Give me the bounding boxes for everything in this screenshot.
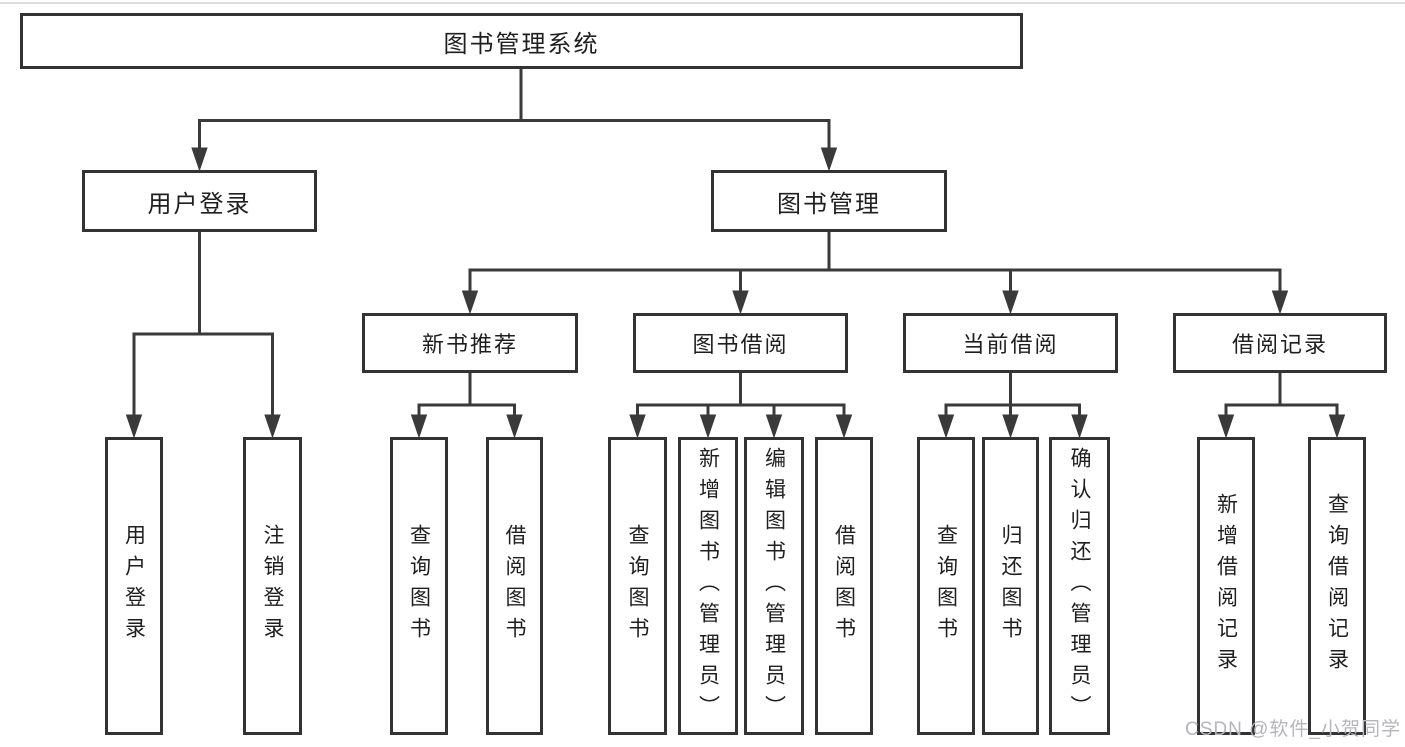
node-borrowing-records: 借阅记录 (1173, 313, 1387, 373)
leaf-edit-books-admin-label: 编辑图书（管理员） (762, 446, 786, 726)
leaf-query-borrow-record: 查询借阅记录 (1308, 437, 1366, 735)
leaf-query-books-borrowing: 查询图书 (608, 437, 667, 735)
leaf-add-borrow-record: 新增借阅记录 (1197, 437, 1255, 735)
leaf-query-books-current-label: 查询图书 (934, 524, 958, 648)
node-library-system: 图书管理系统 (20, 13, 1023, 69)
node-book-management: 图书管理 (711, 170, 947, 232)
leaf-borrow-books-label: 借阅图书 (832, 524, 856, 648)
leaf-return-books-label: 归还图书 (999, 524, 1022, 648)
leaf-query-books-recommend: 查询图书 (390, 437, 448, 735)
node-new-book-recommend: 新书推荐 (362, 313, 578, 373)
leaf-add-borrow-record-label: 新增借阅记录 (1214, 493, 1238, 679)
leaf-query-books-recommend-label: 查询图书 (407, 524, 431, 648)
connector-edges (132, 69, 1339, 417)
node-user-login: 用户登录 (82, 170, 317, 232)
csdn-watermark: CSDN @软件_小贺同学 (1185, 719, 1401, 740)
leaf-borrow-books: 借阅图书 (815, 437, 873, 735)
leaf-borrow-books-recommend-label: 借阅图书 (503, 524, 526, 648)
leaf-return-books: 归还图书 (982, 437, 1039, 735)
leaf-query-books-current: 查询图书 (917, 437, 975, 735)
leaf-borrow-books-recommend: 借阅图书 (486, 437, 543, 735)
leaf-confirm-return-admin-label: 确认归还（管理员） (1068, 446, 1091, 726)
top-border-line (0, 2, 1405, 4)
leaf-edit-books-admin: 编辑图书（管理员） (744, 437, 804, 735)
leaf-user-login: 用户登录 (105, 437, 163, 735)
leaf-add-books-admin: 新增图书（管理员） (678, 437, 738, 735)
node-current-borrowing: 当前借阅 (903, 313, 1118, 373)
leaf-confirm-return-admin: 确认归还（管理员） (1049, 437, 1110, 735)
node-book-borrowing: 图书借阅 (633, 313, 848, 373)
leaf-logout-login: 注销登录 (243, 437, 302, 735)
leaf-query-borrow-record-label: 查询借阅记录 (1325, 493, 1349, 679)
leaf-query-books-borrowing-label: 查询图书 (626, 524, 649, 648)
leaf-add-books-admin-label: 新增图书（管理员） (696, 446, 720, 726)
arrowheads (125, 147, 1346, 439)
leaf-user-login-label: 用户登录 (122, 524, 146, 648)
leaf-logout-login-label: 注销登录 (261, 524, 284, 648)
